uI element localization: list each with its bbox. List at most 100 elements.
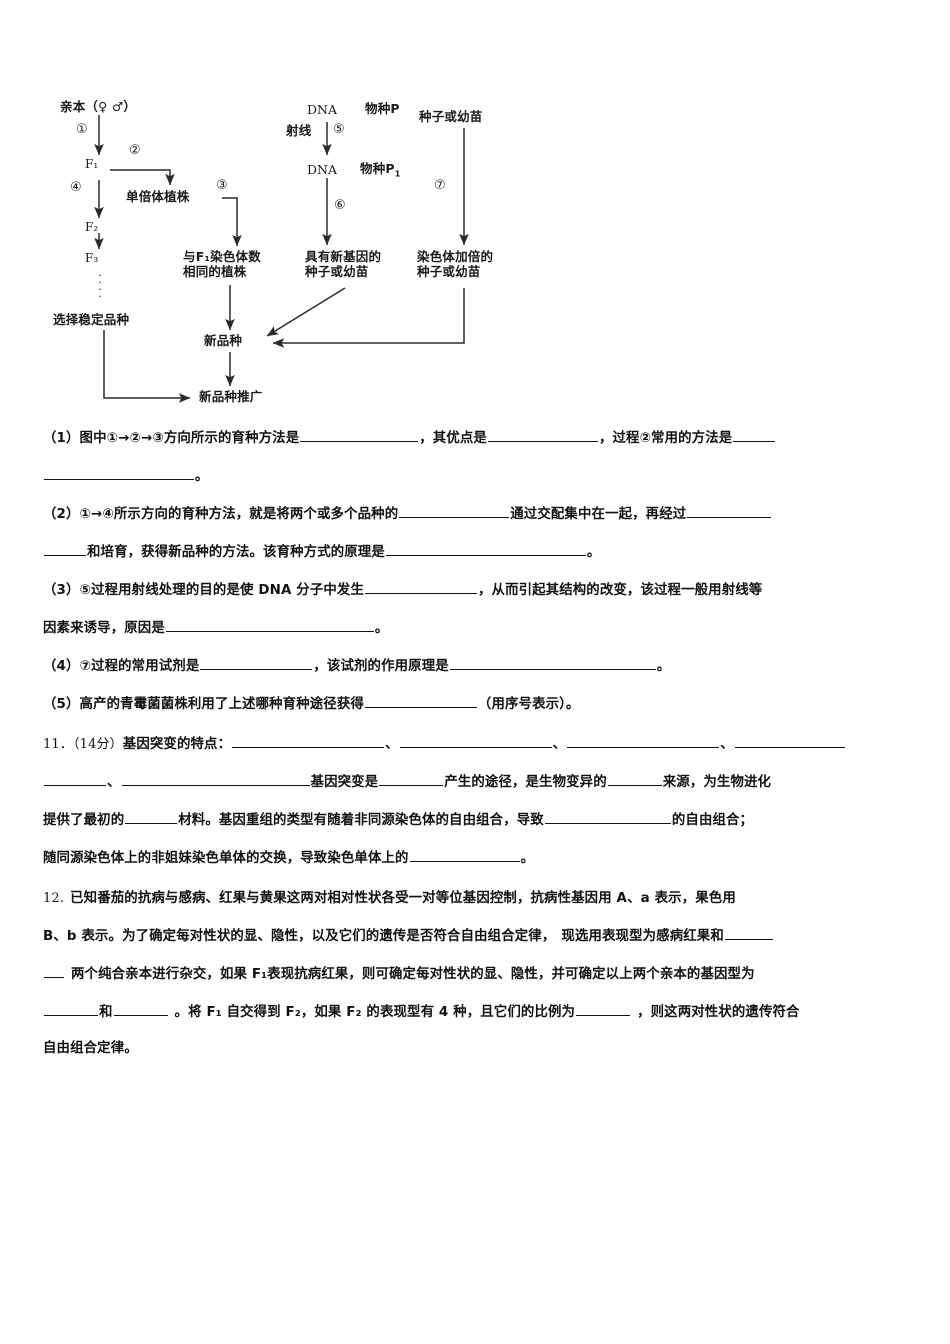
- node-doubled-chromosome-seedling-line1: 染色体加倍的: [417, 249, 494, 264]
- answer-blank[interactable]: [121, 772, 310, 786]
- answer-blank[interactable]: [567, 734, 720, 748]
- answer-blank[interactable]: [44, 542, 86, 556]
- node-species-p: 物种P: [365, 101, 400, 116]
- step-marker-4: ④: [70, 180, 82, 195]
- breeding-flowchart-figure: 亲本（♀ ♂） ① F₁ ④ F₂ F₃ ···· 选择稳定品种 ② 单倍体植株…: [0, 0, 950, 425]
- step-marker-6: ⑥: [334, 198, 346, 213]
- q11-sep: 、: [107, 775, 121, 790]
- q12-line4: 和。将 F₁ 自交得到 F₂，如果 F₂ 的表现型有 4 种，且它们的比例为，则…: [43, 1002, 915, 1022]
- q11-number: 11．: [43, 737, 73, 752]
- node-new-variety: 新品种: [204, 333, 243, 348]
- q10-part1-mid2: ，过程②常用的方法是: [598, 431, 733, 446]
- q10-part4-period: 。: [656, 659, 671, 674]
- q10-part5-tail: （用序号表示）。: [477, 697, 580, 712]
- node-seed-or-seedling: 种子或幼苗: [419, 109, 483, 124]
- answer-blank[interactable]: [44, 466, 194, 480]
- q12-line2: B、b 表示。为了确定每对性状的显、隐性，以及它们的遗传是否符合自由组合定律， 现…: [43, 926, 915, 946]
- q10-part4-mid1: ，该试剂的作用原理是: [313, 659, 449, 674]
- q11-sep: 、: [385, 737, 399, 752]
- question-11: 11．（14分）基因突变的特点：、、、 、基因突变是产生的途径，是生物变异的来源…: [43, 734, 915, 868]
- node-ray: 射线: [286, 123, 312, 138]
- q12-line4-a: 和: [99, 1005, 113, 1020]
- q11-sep: 、: [720, 737, 734, 752]
- node-new-gene-seedling-line2: 种子或幼苗: [305, 263, 369, 279]
- q11-line3: 提供了最初的材料。基因重组的类型有随着非同源染色体的自由组合，导致的自由组合；: [43, 810, 915, 830]
- answer-blank[interactable]: [544, 810, 671, 824]
- node-f1: F₁: [85, 157, 99, 171]
- node-same-chromosome-plant: 与F₁染色体数 相同的植株: [183, 249, 279, 279]
- q12-line3: 两个纯合亲本进行杂交，如果 F₁表现抗病红果，则可确定每对性状的显、隐性，并可确…: [43, 964, 915, 984]
- q10-part2-prefix: （2）①→④所示方向的育种方法，就是将两个或多个品种的: [43, 507, 399, 522]
- q11-sep: 、: [552, 737, 567, 752]
- answer-blank[interactable]: [44, 1002, 98, 1016]
- q10-part4-line1: （4）⑦过程的常用试剂是 ，该试剂的作用原理是 。: [43, 656, 915, 676]
- q11-line1: 11．（14分）基因突变的特点：、、、: [43, 734, 915, 754]
- step-marker-5: ⑤: [333, 122, 345, 137]
- answer-blank[interactable]: [385, 542, 586, 556]
- node-same-chromosome-plant-line1: 与F₁染色体数: [183, 249, 261, 264]
- answer-blank[interactable]: [364, 580, 477, 594]
- answer-blank[interactable]: [607, 772, 662, 786]
- node-doubled-chromosome-seedling: 染色体加倍的 种子或幼苗: [417, 249, 519, 279]
- q12-line2-a: B、b 表示。为了确定每对性状的显、隐性，以及它们的遗传是否符合自由组合定律，: [43, 929, 556, 944]
- q11-line3-b: 材料。基因重组的类型有随着非同源染色体的自由组合，导致: [178, 813, 544, 828]
- q10-part1-period: 。: [195, 469, 209, 484]
- q10-part1-line2: 。: [43, 466, 915, 486]
- q10-part2-cont: 和培育，获得新品种的方法。该育种方式的原理是: [87, 545, 385, 560]
- q10-part1-mid1: ，其优点是: [419, 431, 487, 446]
- answer-blank[interactable]: [200, 656, 313, 670]
- q10-part2-line2: 和培育，获得新品种的方法。该育种方式的原理是 。: [43, 542, 915, 562]
- q11-line2-c: 来源，为生物进化: [662, 775, 772, 790]
- q10-part4-prefix: （4）⑦过程的常用试剂是: [43, 659, 200, 674]
- q10-part3-mid1: ，从而引起其结构的改变，该过程一般用射线等: [477, 583, 763, 598]
- q11-line2-b: 产生的途径，是生物变异的: [444, 775, 607, 790]
- q10-part3-line2: 因素来诱导，原因是 。: [43, 618, 915, 638]
- answer-blank[interactable]: [734, 734, 845, 748]
- q12-number: 12.: [43, 891, 65, 906]
- answer-blank[interactable]: [409, 848, 520, 862]
- q10-part3-cont: 因素来诱导，原因是: [43, 621, 165, 636]
- answer-blank[interactable]: [449, 656, 656, 670]
- answer-blank[interactable]: [44, 772, 106, 786]
- node-haploid-plant: 单倍体植株: [126, 189, 190, 204]
- step-marker-2: ②: [129, 143, 141, 158]
- q10-part2-line1: （2）①→④所示方向的育种方法，就是将两个或多个品种的通过交配集中在一起，再经过: [43, 504, 915, 524]
- step-marker-1: ①: [76, 122, 88, 137]
- node-select-stable-variety: 选择稳定品种: [53, 312, 130, 327]
- q12-line3-a: 两个纯合亲本进行杂交，如果 F₁表现抗病红果，则可确定每对性状的显、隐性，并可确…: [71, 967, 755, 982]
- node-doubled-chromosome-seedling-line2: 种子或幼苗: [417, 263, 481, 279]
- answer-blank[interactable]: [113, 1002, 168, 1016]
- answer-blank[interactable]: [399, 504, 510, 518]
- answer-blank[interactable]: [44, 964, 64, 978]
- node-dna-top: DNA: [307, 102, 337, 117]
- q12-line2-b: 现选用表现型为感病红果和: [561, 929, 724, 944]
- answer-blank[interactable]: [165, 618, 374, 632]
- q10-part3-line1: （3）⑤过程用射线处理的目的是使 DNA 分子中发生，从而引起其结构的改变，该过…: [43, 580, 915, 600]
- answer-blank[interactable]: [300, 428, 419, 442]
- step-marker-3: ③: [216, 178, 228, 193]
- q11-line4-period: 。: [520, 851, 535, 866]
- answer-blank[interactable]: [733, 428, 776, 442]
- answer-blank[interactable]: [232, 734, 385, 748]
- answer-blank[interactable]: [576, 1002, 631, 1016]
- q11-line3-a: 提供了最初的: [43, 813, 125, 828]
- step-marker-7: ⑦: [434, 178, 446, 193]
- answer-blank[interactable]: [379, 772, 444, 786]
- answer-blank[interactable]: [364, 694, 477, 708]
- answer-blank[interactable]: [487, 428, 598, 442]
- node-new-variety-promotion: 新品种推广: [199, 389, 263, 404]
- questions-body: （1）图中①→②→③方向所示的育种方法是，其优点是，过程②常用的方法是 。 （2…: [43, 428, 915, 1076]
- answer-blank[interactable]: [687, 504, 772, 518]
- node-parent: 亲本（♀ ♂）: [60, 99, 137, 114]
- q10-part2-period: 。: [586, 545, 601, 560]
- answer-blank[interactable]: [399, 734, 552, 748]
- q10-part5-line1: （5）高产的青霉菌菌株利用了上述哪种育种途径获得（用序号表示）。: [43, 694, 915, 714]
- q11-line2-mid: 基因突变是: [310, 775, 379, 790]
- q12-line1-text: 已知番茄的抗病与感病、红果与黄果这两对相对性状各受一对等位基因控制，抗病性基因用…: [70, 891, 736, 906]
- q10-part3-period: 。: [374, 621, 389, 636]
- node-same-chromosome-plant-line2: 相同的植株: [183, 263, 247, 279]
- node-species-p1: 物种P1: [360, 161, 401, 179]
- answer-blank[interactable]: [724, 926, 773, 940]
- q12-line1: 12. 已知番茄的抗病与感病、红果与黄果这两对相对性状各受一对等位基因控制，抗病性…: [43, 890, 915, 908]
- answer-blank[interactable]: [125, 810, 178, 824]
